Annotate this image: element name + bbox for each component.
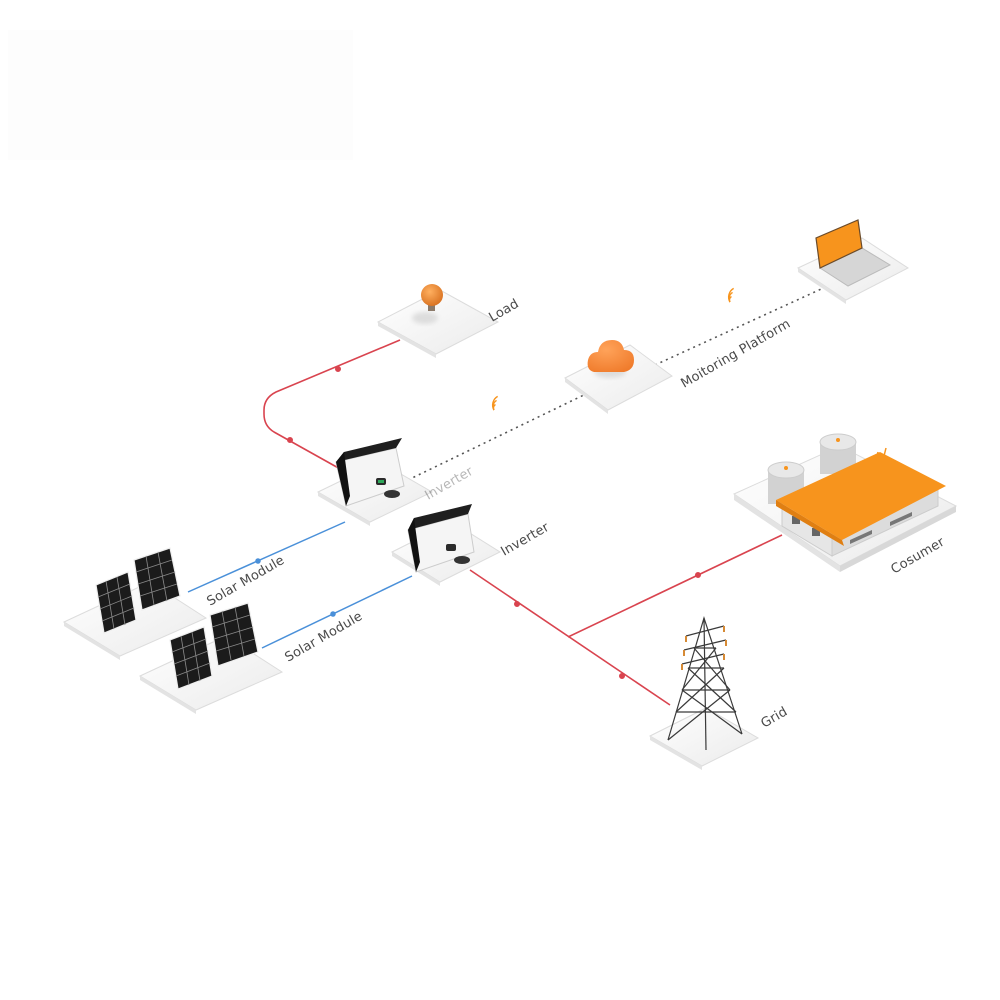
dc-line-solar-2 [261, 575, 413, 649]
transmission-tower-icon [667, 615, 743, 751]
factory-icon [767, 433, 946, 557]
laptop-node [796, 219, 909, 304]
inverter-icon [407, 504, 475, 573]
data-line-monitoring [407, 284, 831, 481]
faded-watermark-area [8, 30, 353, 160]
grid-label: Grid [759, 704, 791, 731]
wifi-signal-icon [491, 395, 499, 411]
laptop-icon [815, 219, 892, 287]
inverter-2-node: Inverter [390, 504, 553, 586]
dc-line-solar-1 [187, 521, 346, 593]
monitoring-platform-label: Moitoring Platform [679, 317, 794, 392]
inverter-icon [335, 438, 405, 507]
ac-line-grid [469, 569, 671, 706]
wifi-signal-icon [727, 287, 735, 303]
consumer-node: Cosumer [732, 433, 958, 577]
monitoring-platform-node: Moitoring Platform [564, 317, 794, 414]
grid-node: Grid [648, 615, 791, 770]
solar-module-1-label: Solar Module [205, 553, 288, 609]
solar-panel-icon [95, 547, 181, 634]
load-label: Load [487, 296, 522, 325]
ac-line-consumer [567, 534, 783, 638]
light-bulb-icon [421, 284, 443, 311]
load-node: Load [376, 284, 522, 358]
cloud-icon [587, 340, 634, 372]
inverter-2-label: Inverter [499, 520, 553, 560]
solar-panel-icon [169, 602, 259, 690]
ac-line-load [263, 339, 401, 471]
